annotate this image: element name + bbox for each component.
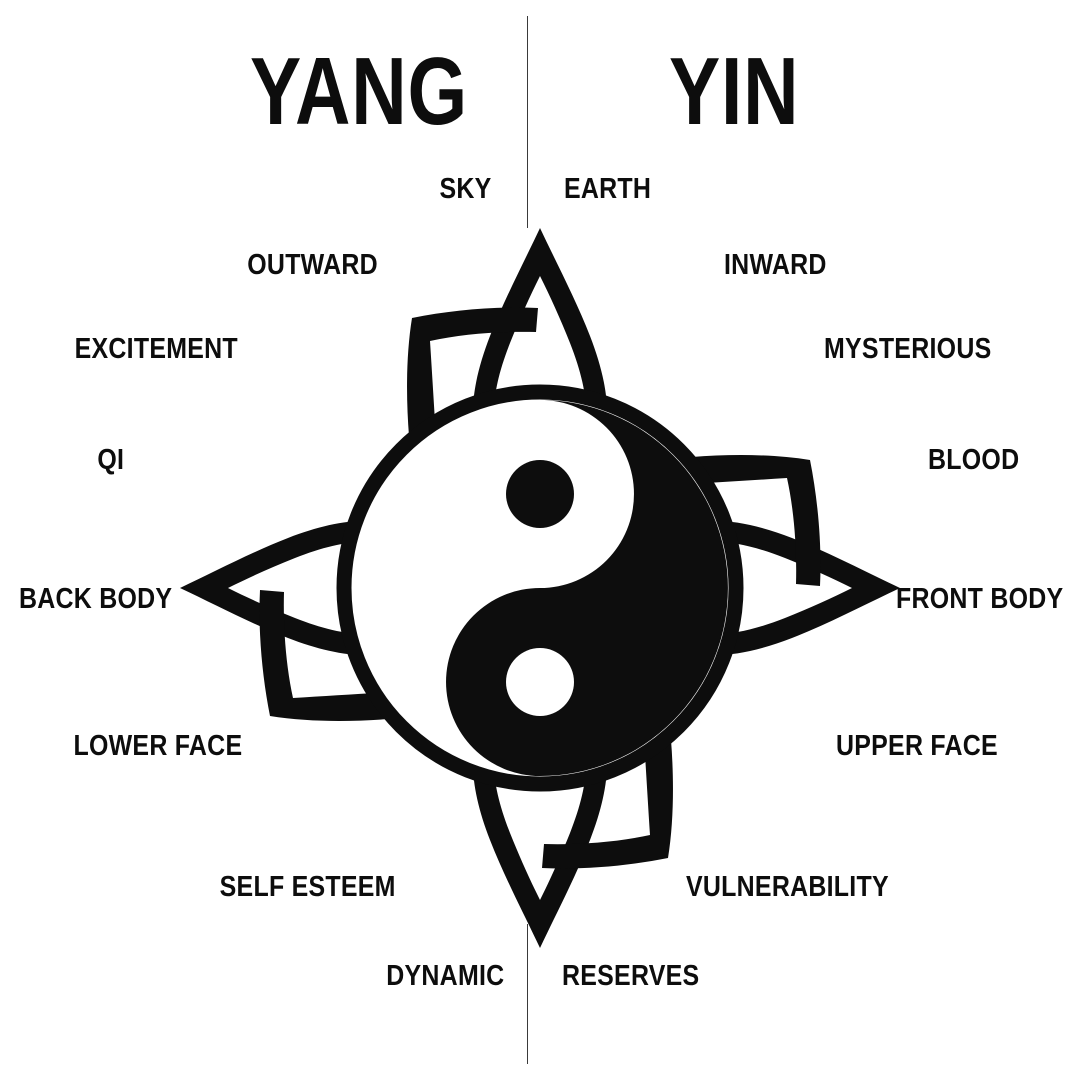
- yinyang-dark-eye: [506, 460, 574, 528]
- heading-yin: YIN: [669, 38, 800, 145]
- yang-label-outward: OUTWARD: [247, 249, 378, 281]
- yin-label-earth: EARTH: [564, 173, 652, 205]
- yang-label-sky: SKY: [439, 173, 492, 205]
- yang-label-back-body: BACK BODY: [18, 583, 172, 615]
- yin-label-mysterious: MYSTERIOUS: [824, 333, 992, 365]
- yinyang-outer-ring: [336, 384, 744, 792]
- yin-label-inward: INWARD: [724, 249, 827, 281]
- yin-label-reserves: RESERVES: [562, 960, 700, 992]
- yin-label-upper-face: UPPER FACE: [836, 730, 998, 762]
- center-divider-bottom: [527, 924, 528, 1064]
- yin-label-blood: BLOOD: [928, 444, 1020, 476]
- yang-label-dynamic: DYNAMIC: [385, 960, 504, 992]
- yang-label-excitement: EXCITEMENT: [74, 333, 238, 365]
- yin-label-vulnerability: VULNERABILITY: [686, 871, 889, 903]
- yin-yang-symbol: [336, 384, 744, 792]
- heading-yang: YANG: [250, 38, 469, 145]
- yang-label-self-esteem: SELF ESTEEM: [219, 871, 396, 903]
- yang-label-lower-face: LOWER FACE: [73, 730, 242, 762]
- yinyang-dark-half: [446, 400, 728, 776]
- yinyang-light-eye: [506, 648, 574, 716]
- yin-label-front-body: FRONT BODY: [896, 583, 1064, 615]
- center-divider-top: [527, 16, 528, 228]
- yang-label-qi: QI: [97, 444, 124, 476]
- lotus-petals: [180, 228, 900, 948]
